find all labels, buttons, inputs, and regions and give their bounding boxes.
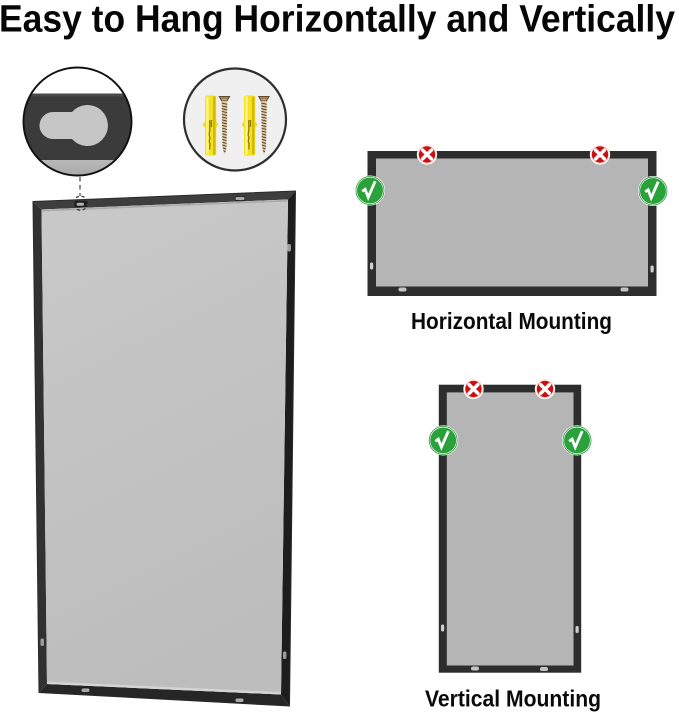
- svg-text:Vertical Mounting: Vertical Mounting: [425, 686, 601, 712]
- svg-text:Horizontal Mounting: Horizontal Mounting: [411, 308, 612, 334]
- svg-text:Easy to Hang Horizontally and: Easy to Hang Horizontally and Vertically: [0, 0, 675, 41]
